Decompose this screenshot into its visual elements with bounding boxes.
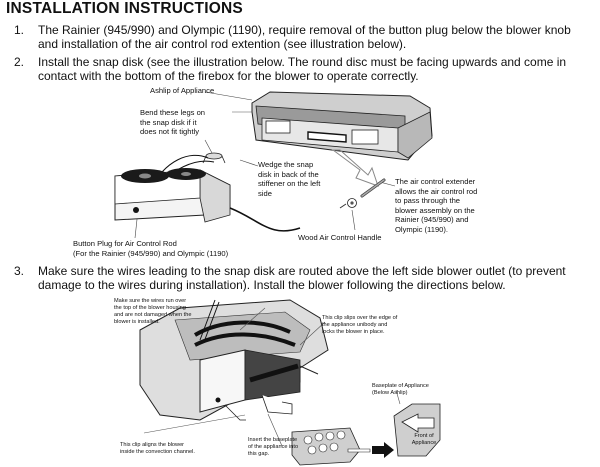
step-number: 3.	[14, 264, 25, 278]
page-title: INSTALLATION INSTRUCTIONS	[6, 0, 243, 17]
annotation-line: Olympic (1190).	[395, 224, 449, 234]
annotation-line: Baseplate of Appliance	[372, 383, 429, 389]
annotation-line: and are not damaged when the	[114, 312, 192, 318]
blower-unit	[199, 349, 319, 421]
step-text-line: and installation of the air control rod …	[38, 37, 407, 51]
label-baseplate: Baseplate of Appliance (Below Ashlip)	[372, 383, 482, 397]
snap-disk-illustration	[114, 91, 433, 239]
annotation-line: Button Plug for Air Control Rod	[73, 239, 177, 248]
ashlip-assembly	[232, 91, 433, 161]
label-button-plug: Button Plug for Air Control Rod (For the…	[73, 239, 263, 258]
annotation-line: Appliance	[411, 440, 437, 446]
label-clip-slips: This clip slips over the edge of the app…	[322, 315, 462, 336]
annotation-line: the snap disk if it	[140, 117, 197, 127]
annotation-line: Bend these legs on	[140, 108, 206, 117]
label-bend-legs: Bend these legs on the snap disk if it d…	[140, 108, 230, 137]
annotation-line: stiffener on the left	[258, 179, 321, 188]
annotation-line: Make sure the wires run over	[114, 298, 187, 304]
wood-handle	[339, 198, 357, 209]
step-3: 3. Make sure the wires leading to the sn…	[14, 264, 599, 294]
step-2: 2. Install the snap disk (see the illust…	[14, 55, 599, 85]
annotation-line: locks the blower in place.	[322, 329, 385, 335]
step-text-line: The Rainier (945/990) and Olympic (1190)…	[38, 23, 571, 37]
annotation-line: to pass through the	[395, 196, 461, 205]
label-clip-aligns: This clip aligns the blower inside the c…	[120, 442, 250, 456]
step-text-line: damage to the wires during installation)…	[38, 278, 506, 292]
label-wedge: Wedge the snap disk in back of the stiff…	[258, 160, 348, 198]
snap-disk	[202, 152, 226, 164]
annotation-line: (For the Rainier (945/990) and Olympic (…	[73, 248, 229, 258]
annotation-line: does not fit tightly	[140, 127, 200, 136]
annotation-line: this gap.	[248, 451, 270, 457]
annotation-line: side	[258, 188, 272, 198]
annotation-line: Insert the baseplate	[248, 437, 298, 443]
label-front-of-appliance: Front of Appliance	[404, 433, 444, 447]
annotation-line: Rainier (945/990) and	[395, 215, 469, 224]
annotation-line: (Below Ashlip)	[372, 390, 408, 396]
annotation-line: of the appliance into	[248, 444, 299, 450]
step-1: 1. The Rainier (945/990) and Olympic (11…	[14, 23, 599, 53]
annotation-line: disk in back of the	[258, 169, 319, 179]
step-text-line: Install the snap disk (see the illustrat…	[38, 55, 567, 69]
step-number: 1.	[14, 23, 25, 37]
annotation-line: the top of the blower housing	[114, 305, 186, 311]
label-extender: The air control extender allows the air …	[395, 177, 515, 234]
annotation-line: This clip slips over the edge of	[322, 315, 398, 321]
annotation-line: blower assembly on the	[395, 205, 475, 215]
label-insert-baseplate: Insert the baseplate of the appliance in…	[248, 437, 338, 458]
label-handle: Wood Air Control Handle	[298, 233, 382, 242]
annotation-line: the appliance unibody and	[322, 322, 388, 328]
annotation-line: Front of	[414, 433, 434, 439]
annotation-line: Wedge the snap	[258, 160, 314, 169]
step-text-line: Make sure the wires leading to the snap …	[38, 264, 566, 278]
blower-housing	[114, 168, 231, 223]
annotation-line: The air control extender	[395, 177, 476, 186]
label-ashlip: Ashlip of Appliance	[150, 86, 215, 95]
air-control-rod	[360, 178, 386, 198]
annotation-line: inside the convection channel.	[120, 449, 195, 455]
step-number: 2.	[14, 55, 25, 69]
annotation-line: This clip aligns the blower	[120, 442, 185, 448]
label-wires-note: Make sure the wires run over the top of …	[114, 298, 244, 326]
annotation-line: allows the air control rod	[395, 186, 478, 196]
step-text-line: contact with the bottom of the firebox f…	[38, 69, 419, 83]
annotation-line: blower is installed.	[114, 319, 160, 325]
